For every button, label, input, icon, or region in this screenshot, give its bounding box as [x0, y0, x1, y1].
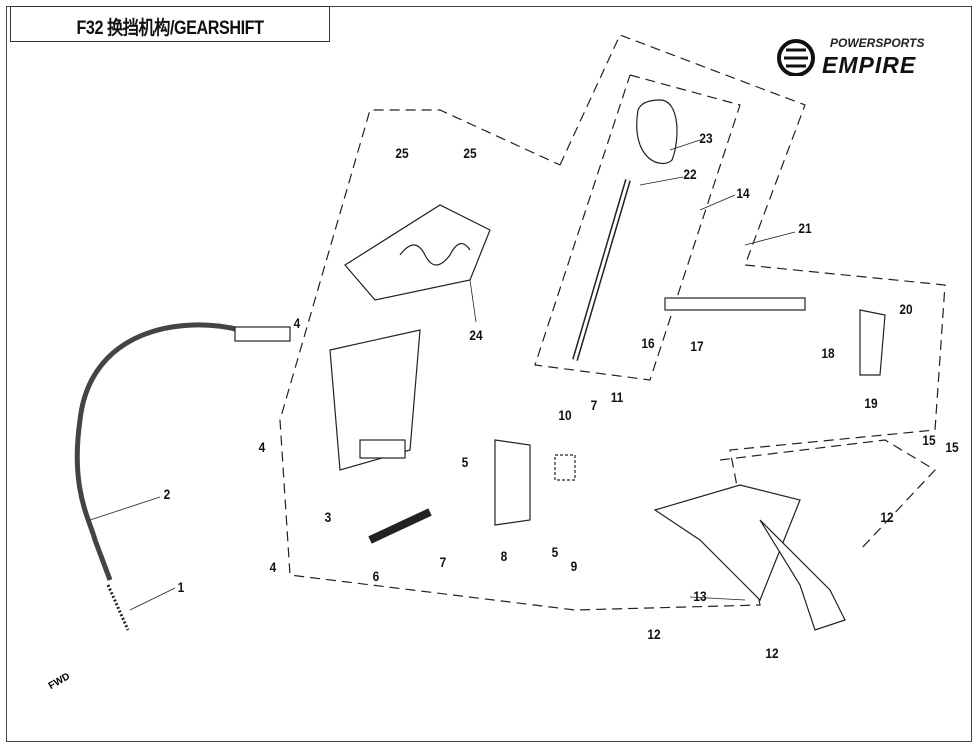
- pivot-shaft: [359, 439, 406, 459]
- page-title: F32 换挡机构/GEARSHIFT: [76, 18, 264, 39]
- part-callout: 4: [293, 315, 301, 331]
- part-callout: 1: [177, 579, 185, 595]
- cable-end: [234, 326, 291, 342]
- shift-cable: [74, 322, 241, 581]
- bracket-3: [329, 329, 421, 471]
- part-callout: 7: [439, 554, 447, 570]
- dashed-outline-13: [719, 439, 936, 551]
- part-callout: 18: [821, 345, 835, 361]
- part-callout: 5: [551, 544, 559, 560]
- dashed-outline-14: [534, 74, 741, 381]
- part-callout: 2: [163, 486, 171, 502]
- part-callout: 11: [610, 389, 624, 405]
- part-callout: 5: [461, 454, 469, 470]
- part-callout: 20: [899, 301, 913, 317]
- empire-emblem-icon: [777, 39, 815, 77]
- part-callout: 25: [395, 145, 409, 161]
- part-callout: 3: [324, 509, 332, 525]
- title-box: F32 换挡机构/GEARSHIFT: [10, 6, 330, 42]
- cable-spring: [106, 584, 130, 631]
- part-callout: 10: [558, 407, 572, 423]
- logo-line1: POWERSPORTS: [830, 36, 925, 50]
- logo-line2: EMPIRE: [822, 52, 917, 78]
- part-callout: 9: [570, 558, 578, 574]
- shift-pedal: [759, 519, 846, 631]
- part-callout: 21: [798, 220, 812, 236]
- part-callout: 15: [945, 439, 959, 455]
- part-callout: 23: [699, 130, 713, 146]
- part-callout: 17: [690, 338, 704, 354]
- part-callout: 16: [641, 335, 655, 351]
- part-callout: 4: [258, 439, 266, 455]
- bracket-13: [653, 484, 801, 602]
- part-callout: 19: [864, 395, 878, 411]
- shift-rod: [664, 297, 806, 311]
- part-callout: 25: [463, 145, 477, 161]
- shift-knob: [636, 99, 678, 165]
- shift-gate: [344, 204, 491, 301]
- part-callout: 12: [765, 645, 779, 661]
- part-callout: 24: [469, 327, 483, 343]
- part-callout: 12: [880, 509, 894, 525]
- shift-plate-8: [494, 439, 531, 526]
- shift-arm: [859, 309, 886, 376]
- part-callout: 7: [590, 397, 598, 413]
- dashed-outline-21: [279, 34, 946, 611]
- bolt-6: [368, 508, 432, 544]
- part-callout: 14: [736, 185, 750, 201]
- part-callout: 13: [693, 588, 707, 604]
- spring-10: [554, 454, 576, 481]
- part-callout: 22: [683, 166, 697, 182]
- part-callout: 15: [922, 432, 936, 448]
- part-callout: 6: [372, 568, 380, 584]
- brand-logo: POWERSPORTS EMPIRE: [772, 36, 972, 80]
- diagram-frame: [6, 6, 972, 742]
- part-callout: 4: [269, 559, 277, 575]
- part-callout: 8: [500, 548, 508, 564]
- part-callout: 12: [647, 626, 661, 642]
